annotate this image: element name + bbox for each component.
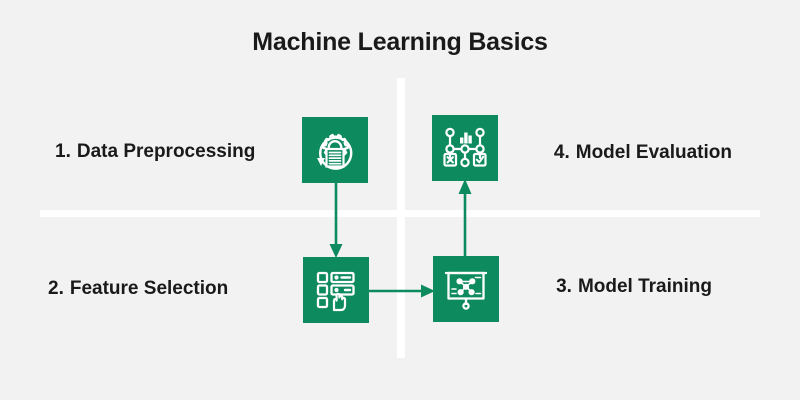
- presentation-neural-network-icon: [442, 265, 490, 313]
- step-1-icon-tile[interactable]: [302, 117, 368, 183]
- checklist-hand-select-icon: [312, 266, 360, 314]
- gear-document-refresh-icon: [310, 125, 360, 175]
- page-title: Machine Learning Basics: [252, 28, 548, 56]
- arrow-step2-to-step3: [365, 283, 437, 304]
- step-3-number: 3.: [556, 276, 572, 297]
- step-4-text: Model Evaluation: [575, 142, 732, 163]
- step-4-number: 4.: [553, 142, 570, 163]
- step-2-number: 2.: [48, 278, 64, 299]
- step-1-number: 1.: [55, 141, 71, 162]
- node-graph-evaluation-icon: [441, 124, 489, 172]
- vertical-divider: [397, 78, 405, 358]
- step-4-icon-tile[interactable]: [432, 115, 498, 181]
- step-3-icon-tile[interactable]: [433, 256, 499, 322]
- step-3-text: Model Training: [577, 276, 712, 297]
- step-4-label: 4.Model Evaluation: [554, 142, 732, 164]
- step-2-label: 2.Feature Selection: [48, 278, 228, 300]
- step-2-text: Feature Selection: [69, 278, 229, 299]
- step-3-label: 3.Model Training: [556, 276, 712, 298]
- step-1-label: 1.Data Preprocessing: [55, 141, 255, 163]
- arrow-step3-to-step4: [457, 178, 473, 265]
- step-2-icon-tile[interactable]: [303, 257, 369, 323]
- arrow-step1-to-step2: [328, 180, 344, 265]
- step-1-text: Data Preprocessing: [76, 141, 256, 162]
